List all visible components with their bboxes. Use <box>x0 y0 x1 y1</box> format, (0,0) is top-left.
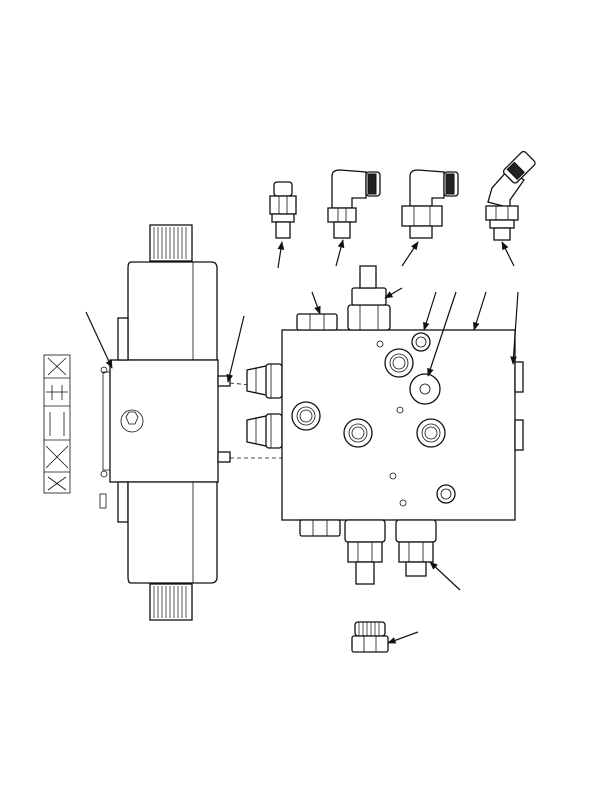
elbow-45-fitting <box>485 150 536 241</box>
plug-threads <box>358 622 380 636</box>
callout-leader-9 <box>473 291 487 331</box>
port-large <box>409 373 441 405</box>
side-fitting-lower <box>246 413 283 449</box>
callout-leaders <box>85 239 519 644</box>
callout-leader-7 <box>423 291 437 331</box>
plug <box>351 621 389 653</box>
callout-leader-6 <box>311 291 321 315</box>
callout-leader-10 <box>510 291 519 365</box>
callout-leader-12 <box>226 315 245 383</box>
port-hex-2 <box>291 401 321 431</box>
valve-manifold <box>281 265 524 585</box>
callout-leader-1 <box>277 241 285 269</box>
callout-leader-2 <box>335 239 345 267</box>
hydraulic-symbol <box>43 354 71 494</box>
straight-fitting <box>269 181 297 239</box>
callout-leader-11 <box>85 311 113 369</box>
knurled-cap-bottom <box>153 586 187 618</box>
port-small-top <box>411 332 431 352</box>
side-fitting-upper <box>246 363 283 399</box>
callout-leader-3 <box>401 241 419 267</box>
elbow-fitting-2 <box>401 169 459 239</box>
port-small-bottom <box>436 484 456 504</box>
callout-leader-13 <box>429 561 461 591</box>
callout-leader-14 <box>387 631 419 644</box>
solenoid-valve <box>99 224 231 621</box>
elbow-fitting-1 <box>327 169 381 239</box>
callout-leader-4 <box>501 241 515 267</box>
port-hex-3 <box>343 418 373 448</box>
knurled-cap-top <box>153 227 187 259</box>
port-hex-1 <box>384 348 414 378</box>
callout-leader-5 <box>384 287 403 299</box>
port-hex-4 <box>416 418 446 448</box>
callout-leader-8 <box>427 291 457 377</box>
